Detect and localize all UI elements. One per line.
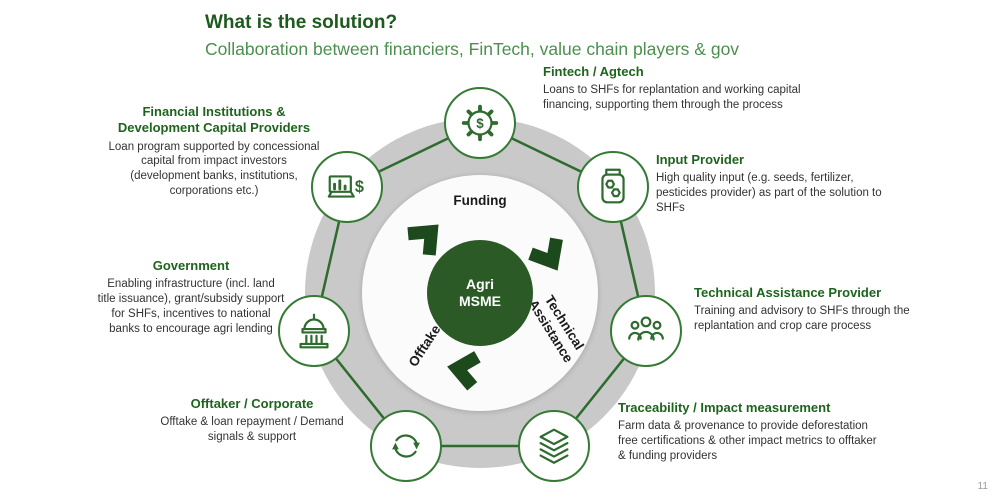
segment-label-funding: Funding — [453, 193, 507, 208]
stakeholder-financial-institutions: Financial Institutions & Development Cap… — [108, 104, 320, 199]
capitol-icon — [299, 313, 329, 349]
svg-text:$: $ — [476, 116, 484, 131]
stakeholder-input-provider: Input Provider High quality input (e.g. … — [656, 152, 884, 216]
traceability-node — [518, 410, 590, 482]
gear-dollar-icon: $ — [461, 104, 499, 142]
stakeholder-traceability: Traceability / Impact measurement Farm d… — [618, 400, 880, 464]
stakeholder-fintech: Fintech / Agtech Loans to SHFs for repla… — [543, 64, 813, 113]
offtaker-body: Offtake & loan repayment / Demand signal… — [160, 416, 344, 444]
svg-text:$: $ — [355, 178, 364, 196]
center-agri-msme-circle: Agri MSME — [427, 240, 533, 346]
traceability-body: Farm data & provenance to provide defore… — [618, 420, 877, 463]
input-provider-title: Input Provider — [656, 152, 745, 167]
technical-assistance-title: Technical Assistance Provider — [694, 285, 882, 300]
technical-assistance-body: Training and advisory to SHFs through th… — [694, 305, 910, 333]
traceability-title: Traceability / Impact measurement — [618, 400, 831, 415]
collaboration-wheel-diagram: Funding Technical Assistance Offtake Agr… — [278, 87, 682, 493]
input-provider-node — [577, 151, 649, 223]
stakeholder-offtaker: Offtaker / Corporate Offtake & loan repa… — [148, 396, 356, 445]
page-subtitle: Collaboration between financiers, FinTec… — [205, 39, 740, 59]
technical-assistance-node — [610, 295, 682, 367]
stakeholder-government: Government Enabling infrastructure (incl… — [97, 258, 285, 337]
page-title: What is the solution? — [205, 12, 398, 33]
cycle-arrows-icon — [407, 224, 563, 391]
government-title: Government — [152, 258, 230, 273]
header: What is the solution? Collaboration betw… — [205, 12, 739, 60]
fintech-node: $ — [444, 87, 516, 159]
government-node — [278, 295, 350, 367]
refresh-arrows-icon — [392, 434, 420, 458]
financial-institutions-body: Loan program supported by concessional c… — [108, 140, 320, 198]
input-provider-body: High quality input (e.g. seeds, fertiliz… — [656, 172, 882, 215]
fintech-body: Loans to SHFs for replantation and worki… — [543, 84, 801, 112]
offtaker-title: Offtaker / Corporate — [190, 396, 314, 411]
fintech-title: Fintech / Agtech — [543, 64, 644, 79]
jar-hexagon-icon — [601, 168, 625, 204]
people-group-icon — [628, 316, 664, 341]
layers-icon — [539, 428, 569, 464]
offtaker-node — [370, 410, 442, 482]
financial-institutions-node: $ — [311, 151, 383, 223]
stakeholder-technical-assistance: Technical Assistance Provider Training a… — [694, 285, 914, 334]
government-body: Enabling infrastructure (incl. land titl… — [97, 278, 285, 336]
financial-institutions-title: Financial Institutions & Development Cap… — [117, 104, 311, 136]
page-number: 11 — [977, 481, 988, 492]
chart-dollar-icon: $ — [327, 175, 364, 198]
